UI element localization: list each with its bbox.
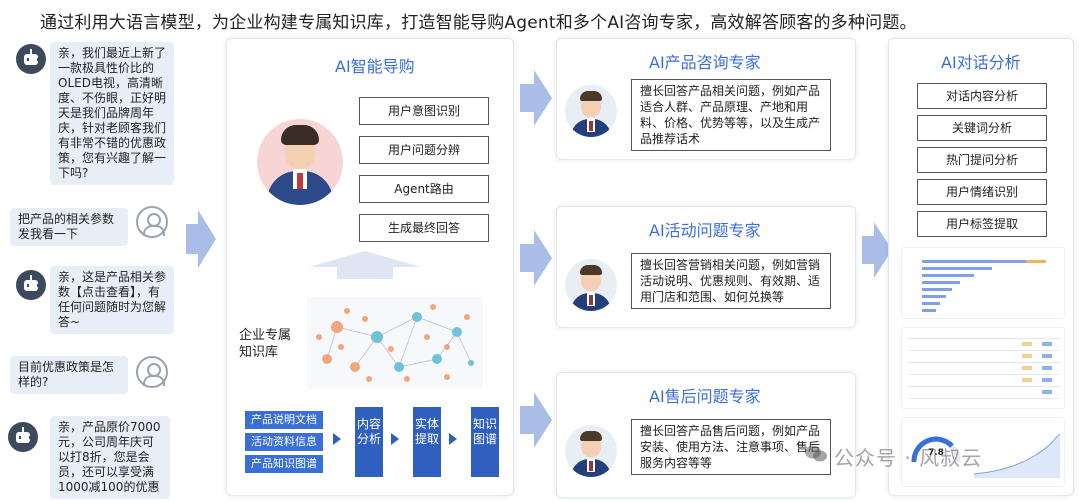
guide-title: AI智能导购: [335, 57, 415, 76]
expert-panel-activity: AI活动问题专家 擅长回答营销相关问题，例如营销活动说明、优惠规则、有效期、适用…: [556, 206, 856, 328]
expert-desc: 擅长回答产品售后问题，例如产品安装、使用方法、注意事项、售后服务内容等等: [631, 419, 831, 475]
analysis-item-emotion: 用户情绪识别: [917, 179, 1047, 205]
user-avatar-icon: [136, 356, 168, 388]
expert-desc: 擅长回答营销相关问题，例如营销活动说明、优惠规则、有效期、适用门店和范围、如何兑…: [631, 253, 831, 309]
area-chart-icon: [974, 433, 1060, 478]
expert-title: AI活动问题专家: [649, 221, 761, 240]
chat-bubble-user: 把产品的相关参数发我看一下: [10, 208, 128, 246]
chat-bubble-bot: 亲，这是产品相关参数【点击查看】，有任何问题随时为您解答~: [50, 266, 174, 334]
expert-desc: 擅长回答产品相关问题，例如产品适合人群、产品原理、产地和用料、价格、优势等等，以…: [631, 79, 831, 151]
analysis-item-user-tags: 用户标签提取: [917, 211, 1047, 237]
user-avatar-icon: [136, 206, 168, 238]
pipeline-arrow: [449, 433, 457, 445]
expert-avatar-icon: [565, 85, 617, 137]
gauge-icon: [911, 436, 961, 463]
analysis-title: AI对话分析: [941, 53, 1021, 72]
up-arrow-body: [337, 267, 393, 279]
pipeline-arrow: [333, 433, 341, 445]
step-intent-recognition: 用户意图识别: [359, 97, 489, 125]
gauge-value: 7.8: [928, 448, 944, 458]
analysis-item-keyword: 关键词分析: [917, 115, 1047, 141]
analysis-panel: AI对话分析 对话内容分析 关键词分析 热门提问分析 用户情绪识别 用户标签提取: [888, 38, 1074, 496]
step-agent-routing: Agent路由: [359, 175, 489, 203]
kb-label: 企业专属知识库: [239, 328, 292, 360]
wechat-icon: [805, 445, 827, 462]
bot-avatar-icon: [8, 422, 38, 452]
up-arrow: [309, 251, 421, 267]
expert-panel-aftersales: AI售后问题专家 擅长回答产品售后问题，例如产品安装、使用方法、注意事项、售后服…: [556, 372, 856, 498]
watermark-text: 公众号 · 风叔云: [834, 446, 983, 470]
expert-title: AI售后问题专家: [649, 387, 761, 406]
guide-avatar: [257, 119, 343, 205]
chat-column: 亲，我们最近上新了一款极具性价比的OLED电视，高清晰度、不伤眼，正好明天是我们…: [0, 36, 185, 502]
analysis-item-dialogue: 对话内容分析: [917, 83, 1047, 109]
expert-avatar-icon: [565, 425, 617, 477]
dashboard-table-card: [901, 327, 1065, 409]
expert-panel-product: AI产品咨询专家 擅长回答产品相关问题，例如产品适合人群、产品原理、产地和用料、…: [556, 38, 856, 160]
pipeline-entity-extraction: 实体提取: [413, 407, 441, 477]
chat-bubble-user: 目前优惠政策是怎样的?: [10, 356, 128, 394]
pipeline-content-analysis: 内容分析: [355, 407, 383, 477]
chat-bubble-bot: 亲，我们最近上新了一款极具性价比的OLED电视，高清晰度、不伤眼，正好明天是我们…: [50, 42, 174, 185]
analysis-item-hot-questions: 热门提问分析: [917, 147, 1047, 173]
knowledge-graph-icon: [307, 297, 483, 389]
doc-product-kg: 产品知识图谱: [245, 455, 323, 473]
dashboard-gauge-card: 7.8: [901, 417, 1065, 487]
doc-product-manual: 产品说明文档: [245, 411, 323, 429]
expert-title: AI产品咨询专家: [649, 53, 761, 72]
doc-activity-info: 活动资料信息: [245, 433, 323, 451]
chat-bubble-bot: 亲，产品原价7000元，公司周年庆可以打8折，您是会员，还可以享受满1000减1…: [50, 416, 170, 499]
guide-panel: AI智能导购 用户意图识别 用户问题分辨 Agent路由 生成最终回答 企业专属…: [226, 38, 514, 496]
headline: 通过利用大语言模型，为企业构建专属知识库，打造智能导购Agent和多个AI咨询专…: [40, 13, 917, 33]
dashboard-bar-card: [901, 247, 1065, 319]
bot-avatar-icon: [16, 44, 46, 74]
step-question-classification: 用户问题分辨: [359, 136, 489, 164]
pipeline-knowledge-graph: 知识图谱: [471, 407, 499, 477]
pipeline-arrow: [391, 433, 399, 445]
expert-avatar-icon: [565, 259, 617, 311]
bot-avatar-icon: [16, 270, 46, 300]
watermark: 公众号 · 风叔云: [804, 442, 982, 471]
step-final-answer: 生成最终回答: [359, 214, 489, 242]
